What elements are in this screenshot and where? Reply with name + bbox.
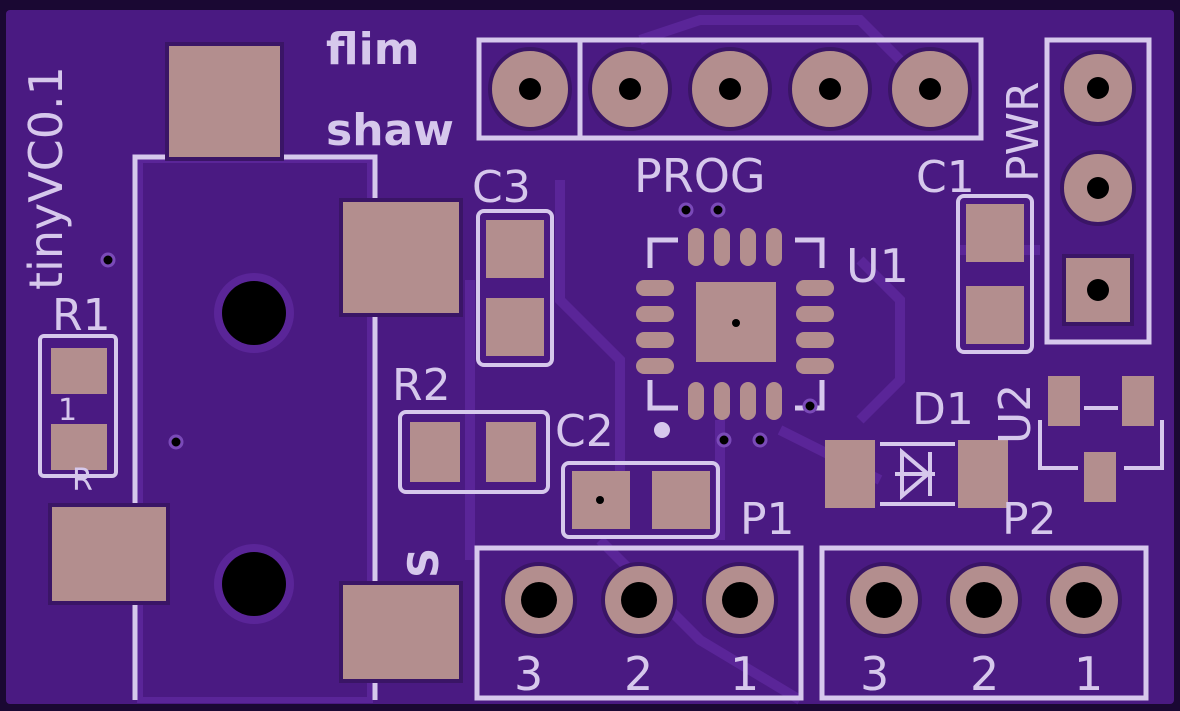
p1-pin-label-1: 1	[730, 647, 759, 701]
u1-pads	[636, 228, 834, 420]
c1-outline	[956, 194, 1034, 354]
p2-pin-label-2: 2	[970, 647, 999, 701]
d1-pad-1	[825, 440, 875, 508]
label-r1-mirror-b: R	[72, 463, 93, 498]
c1-pad-2	[966, 286, 1024, 344]
u2-pad-2	[1122, 376, 1154, 426]
c2-outline	[561, 461, 720, 539]
prog-header-outline	[476, 37, 984, 141]
silk-text-s: S	[399, 548, 448, 578]
label-c2: C2	[555, 406, 614, 457]
label-p2: P2	[1002, 494, 1057, 545]
p1-header-outline	[474, 545, 804, 701]
u1-center-via	[732, 319, 740, 327]
c2-pad-2	[652, 471, 710, 529]
u2-pad-3	[1084, 452, 1116, 502]
label-u2: U2	[990, 384, 1041, 444]
label-r2: R2	[392, 360, 451, 411]
pad-module-left	[48, 503, 170, 605]
label-d1: D1	[912, 384, 974, 435]
p2-header-pins	[846, 562, 1122, 638]
p1-header-pins	[501, 562, 778, 638]
u2-outline	[1038, 406, 1164, 470]
p2-header-outline	[819, 545, 1149, 701]
r1-pad-1	[51, 348, 107, 394]
pad-module-top	[165, 42, 284, 161]
r2-outline	[398, 410, 550, 494]
d1-pad-2	[958, 440, 1008, 508]
mounting-hole-bottom-drill	[222, 552, 286, 616]
via	[168, 434, 184, 450]
p2-pin-label-3: 3	[860, 647, 889, 701]
u1-pin1-dot	[654, 422, 670, 438]
diode-symbol	[880, 442, 955, 506]
c3-outline	[476, 209, 554, 367]
vias-u1	[678, 202, 818, 448]
label-c3: C3	[472, 162, 531, 213]
silk-text-shaw: shaw	[326, 105, 454, 156]
r2-pad-1	[410, 422, 460, 482]
u2-pad-1	[1048, 376, 1080, 426]
c1-pad-1	[966, 204, 1024, 262]
p1-pin-label-2: 2	[624, 647, 653, 701]
r2-pad-2	[486, 422, 536, 482]
label-r1-mirror-a: 1	[58, 393, 77, 428]
label-pwr: PWR	[998, 81, 1049, 182]
mounting-hole-top-drill	[222, 281, 286, 345]
pwr-header-outline	[1044, 37, 1152, 345]
pwr-header-pins	[1060, 50, 1136, 326]
c3-pad-2	[486, 298, 544, 356]
prog-header-pins	[488, 47, 972, 131]
silk-text-flim: flim	[326, 24, 420, 75]
label-prog: PROG	[634, 149, 766, 203]
c3-pad-1	[486, 220, 544, 278]
label-u1: U1	[846, 239, 909, 293]
pad-module-right-bottom	[339, 581, 463, 683]
pad-module-right-top	[339, 198, 463, 317]
board-name-label: tinyVC0.1	[19, 66, 73, 290]
label-r1: R1	[52, 290, 111, 341]
r1-outline	[38, 334, 118, 478]
label-p1: P1	[740, 494, 795, 545]
p2-pin-label-1: 1	[1074, 647, 1103, 701]
via	[100, 252, 116, 268]
via	[596, 496, 604, 504]
r1-pad-2	[51, 424, 107, 470]
p1-pin-label-3: 3	[514, 647, 543, 701]
